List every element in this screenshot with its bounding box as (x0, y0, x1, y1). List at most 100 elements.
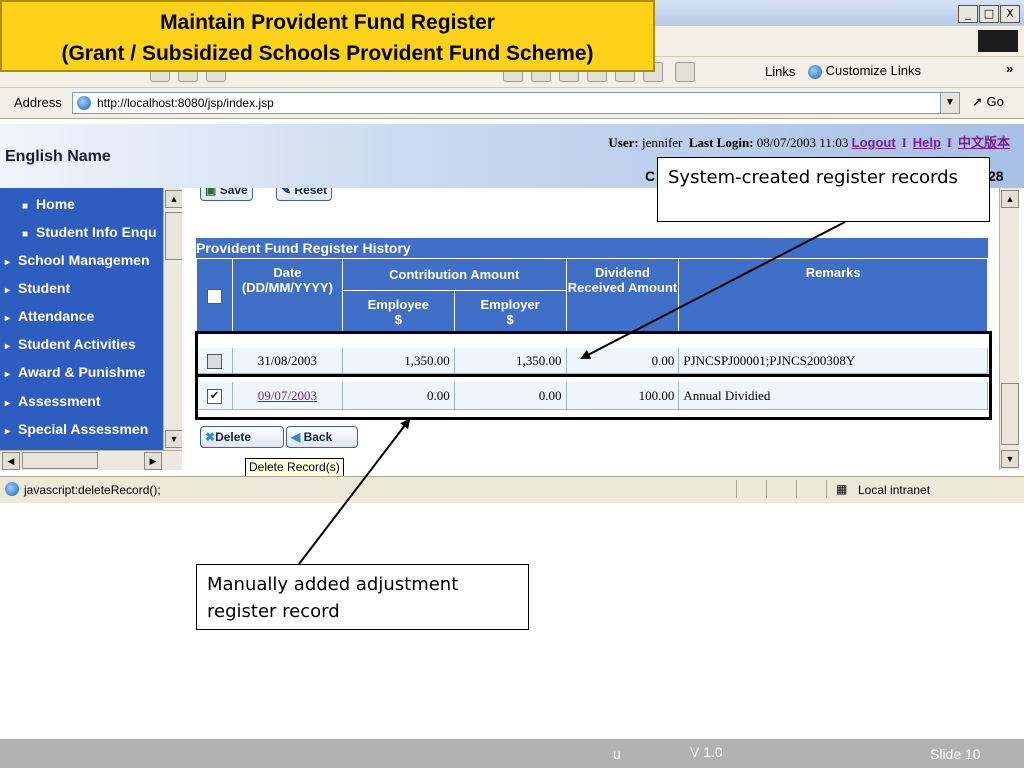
user-info: User: jennifer Last Login: 08/07/2003 11… (608, 132, 1010, 151)
tools-icon[interactable] (675, 62, 695, 82)
reset-label: Reset (294, 188, 328, 197)
main-vertical-scrollbar[interactable]: ▲ ▼ (999, 188, 1019, 470)
bullet-icon: ■ (22, 229, 29, 240)
header-partial-text-left: C (645, 168, 656, 184)
last-login-label: Last Login: (688, 135, 754, 150)
currency-label: $ (506, 311, 514, 327)
sidebar-item-attendance[interactable]: ▸Attendance (5, 308, 94, 328)
contribution-column-header: Contribution Amount (341, 258, 567, 291)
ie-icon (808, 64, 822, 79)
table-row: 31/08/2003 1,350.00 1,350.00 0.00 PJNCSP… (196, 347, 988, 374)
links-label[interactable]: Links (765, 64, 796, 79)
chevron-down-icon[interactable]: ▼ (940, 93, 959, 113)
expand-arrow-icon: ▸ (5, 313, 11, 324)
status-text: javascript:deleteRecord(); (24, 483, 161, 497)
back-label: Back (303, 430, 333, 444)
go-button[interactable]: ➚ Go (972, 94, 1004, 109)
customize-links-label: Customize Links (825, 63, 921, 78)
row-checkbox[interactable]: ✔ (206, 388, 222, 404)
sidebar-item-student-info[interactable]: ■ Student Info Enqu (22, 224, 157, 244)
sidebar-item-home[interactable]: ■ Home (22, 196, 75, 216)
last-login-value: 08/07/2003 11:03 (756, 135, 849, 150)
employee-label: Employee (367, 296, 430, 312)
logout-link[interactable]: Logout (851, 135, 896, 150)
bullet-icon: ■ (22, 201, 29, 212)
chinese-version-link[interactable]: 中文版本 (957, 135, 1010, 150)
save-icon: ▣ (205, 188, 217, 197)
expand-arrow-icon: ▸ (5, 257, 11, 268)
user-label: User: (608, 135, 639, 150)
back-button[interactable]: ◀ Back (286, 426, 358, 448)
scroll-up-icon[interactable]: ▲ (1001, 190, 1019, 208)
separator: I (901, 135, 907, 150)
slide-title-box: Maintain Provident Fund Register (Grant … (0, 0, 655, 72)
sidebar-horizontal-scrollbar[interactable]: ◀ ▶ (0, 450, 182, 470)
close-button[interactable]: X (1000, 5, 1020, 23)
slide-title-line-2: (Grant / Subsidized Schools Provident Fu… (61, 42, 594, 65)
scroll-thumb[interactable] (1001, 383, 1019, 445)
row-spacer (196, 332, 988, 348)
windows-logo-icon (978, 30, 1018, 52)
select-all-checkbox[interactable] (206, 288, 222, 304)
main-content: ▣ Save ✎ Reset Provident Fund Register H… (182, 188, 999, 470)
manual-record-highlight (195, 374, 992, 420)
go-label: Go (986, 94, 1004, 109)
help-link[interactable]: Help (912, 135, 941, 150)
sidebar-item-label: Student (18, 280, 71, 296)
arrow-to-system-records (580, 221, 846, 359)
sidebar-item-label: Student Info Enqu (36, 224, 157, 240)
currency-label: $ (394, 311, 402, 327)
sidebar-item-label: Assessment (18, 393, 101, 409)
sidebar-item-school-management[interactable]: ▸School Managemen (5, 252, 150, 272)
footer-slide-number: Slide 10 (930, 746, 981, 762)
date-link[interactable]: 09/07/2003 (257, 387, 318, 403)
footer-version: V 1.0 (690, 744, 723, 760)
manual-record-callout: Manually added adjustment register recor… (196, 564, 529, 630)
maximize-button[interactable]: □ (979, 5, 999, 23)
url-text: http://localhost:8080/jsp/index.jsp (97, 96, 274, 110)
address-input[interactable]: http://localhost:8080/jsp/index.jsp ▼ (72, 92, 960, 114)
address-label: Address (14, 95, 62, 110)
more-links-chevron-icon[interactable]: » (1006, 61, 1014, 76)
sidebar-vertical-scrollbar[interactable]: ▲ ▼ (163, 188, 183, 450)
sidebar-item-student[interactable]: ▸ Student (5, 280, 70, 300)
remarks-cell: PJNCSPJ00001;PJNCS200308Y (678, 347, 988, 374)
minimize-button[interactable]: _ (958, 5, 978, 23)
slide-title-line-1: Maintain Provident Fund Register (160, 11, 495, 34)
employer-amount-cell: 0.00 (453, 381, 567, 410)
sidebar-item-special-assessment[interactable]: ▸Special Assessmen (5, 421, 148, 441)
scroll-down-icon[interactable]: ▼ (165, 430, 183, 448)
sidebar-item-label: Special Assessmen (18, 421, 149, 437)
status-panel (736, 480, 761, 498)
dividend-amount-cell: 0.00 (565, 347, 680, 374)
employee-amount-cell: 0.00 (341, 381, 455, 410)
app-title: English Name (5, 148, 111, 165)
sidebar-item-award-punishment[interactable]: ▸Award & Punishme (5, 364, 145, 384)
scroll-thumb[interactable] (22, 452, 98, 469)
sidebar-item-student-activities[interactable]: ▸Student Activities (5, 336, 136, 356)
expand-arrow-icon: ▸ (5, 398, 11, 409)
customize-links-button[interactable]: Customize Links (808, 63, 921, 79)
row-checkbox[interactable] (206, 353, 222, 369)
status-panel (766, 480, 791, 498)
sidebar-item-assessment[interactable]: ▸ Assessment (5, 393, 101, 413)
delete-button[interactable]: ✖Delete (200, 426, 284, 448)
date-column-header: Date (DD/MM/YYYY) (231, 258, 343, 333)
scroll-up-icon[interactable]: ▲ (165, 190, 183, 208)
delete-label: Delete (215, 430, 252, 444)
sidebar-item-label: Student Activities (18, 336, 136, 352)
expand-arrow-icon: ▸ (5, 285, 11, 296)
delete-x-icon: ✖ (205, 430, 216, 444)
page-icon (77, 96, 91, 110)
save-button[interactable]: ▣ Save (200, 188, 253, 201)
scroll-left-icon[interactable]: ◀ (2, 452, 20, 470)
scroll-right-icon[interactable]: ▶ (144, 452, 162, 470)
browser-statusbar: javascript:deleteRecord(); ▦ Local intra… (0, 476, 1024, 503)
window-controls: _□X (957, 4, 1020, 23)
date-cell: 09/07/2003 (231, 381, 343, 410)
scroll-down-icon[interactable]: ▼ (1001, 450, 1019, 468)
reset-button[interactable]: ✎ Reset (276, 188, 333, 201)
intranet-zone-icon: ▦ (836, 482, 848, 496)
sidebar-item-label: Home (36, 196, 75, 212)
